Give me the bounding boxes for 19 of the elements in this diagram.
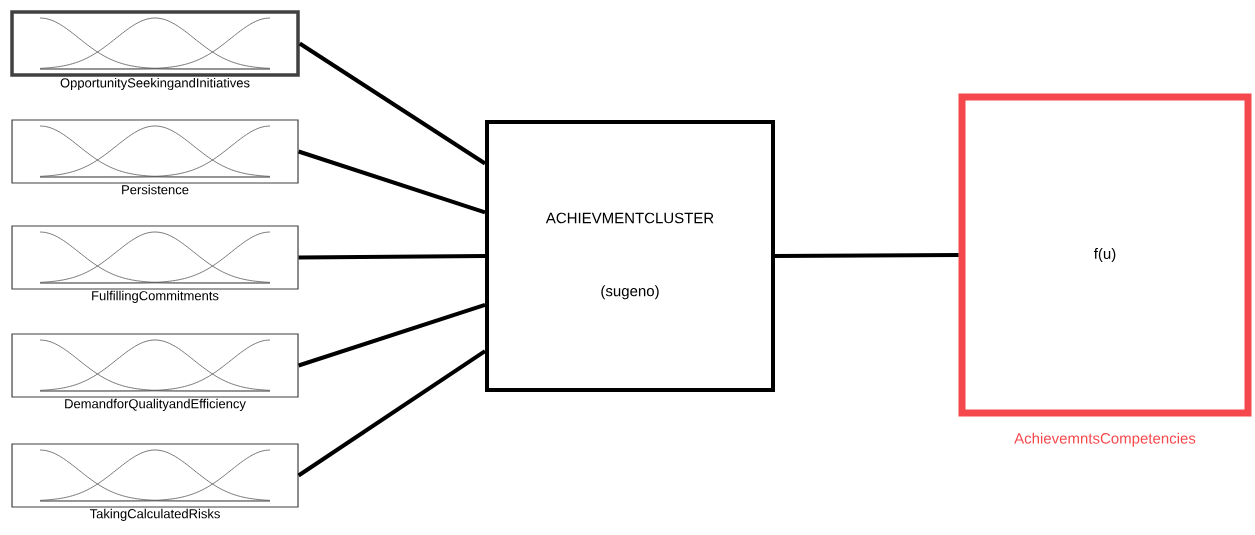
connector-line: [298, 149, 486, 215]
connector-line: [298, 41, 487, 166]
connector-line: [298, 254, 486, 260]
input-box: DemandforQualityandEfficiency: [11, 333, 299, 411]
connector-line: [298, 303, 486, 368]
node-label: Persistence: [122, 184, 189, 195]
connector-line: [775, 253, 959, 258]
input-box: Persistence: [11, 119, 299, 195]
input-box: OpportunitySeekingandInitiatives: [10, 10, 300, 91]
node-label: TakingCalculatedRisks: [89, 508, 220, 521]
node-label: AchievemntsCompetencies: [1014, 432, 1196, 447]
output-box: f(u) AchievemntsCompetencies: [958, 93, 1252, 447]
node-label: OpportunitySeekingandInitiatives: [60, 77, 250, 91]
input-box: FulfillingCommitments: [11, 225, 299, 303]
system-box: ACHIEVMENTCLUSTER (sugeno): [485, 120, 775, 392]
connector-line: [297, 349, 487, 478]
node-label: DemandforQualityandEfficiency: [65, 398, 246, 411]
node-label: FulfillingCommitments: [92, 290, 219, 303]
input-box: TakingCalculatedRisks: [11, 443, 299, 521]
